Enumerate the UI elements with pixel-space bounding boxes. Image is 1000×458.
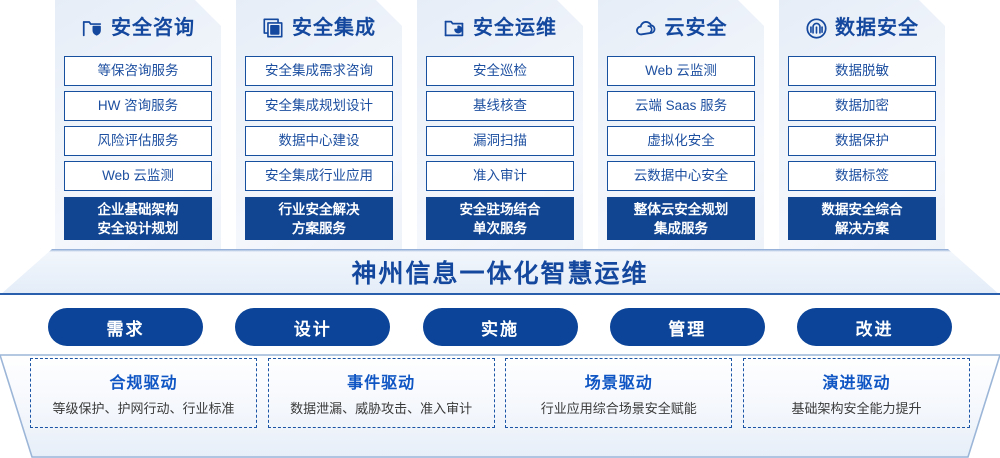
service-item[interactable]: 数据保护 — [788, 126, 936, 156]
card-item-list: 数据脱敏 数据加密 数据保护 数据标签 数据安全综合 解决方案 — [788, 56, 936, 240]
card-header: 数据安全 — [788, 0, 936, 56]
banner-bottom-rule — [0, 293, 1000, 295]
drivers-row: 合规驱动 等级保护、护网行动、行业标准 事件驱动 数据泄漏、威胁攻击、准入审计 … — [0, 358, 1000, 452]
service-item[interactable]: 基线核查 — [426, 91, 574, 121]
service-item[interactable]: 虚拟化安全 — [607, 126, 755, 156]
service-item[interactable]: 云数据中心安全 — [607, 161, 755, 191]
service-item[interactable]: Web 云监测 — [64, 161, 212, 191]
service-card-security-integration[interactable]: 安全集成 安全集成需求咨询 安全集成规划设计 数据中心建设 安全集成行业应用 行… — [236, 0, 402, 252]
service-card-highlight[interactable]: 安全驻场结合 单次服务 — [426, 197, 574, 240]
card-item-list: 安全集成需求咨询 安全集成规划设计 数据中心建设 安全集成行业应用 行业安全解决… — [245, 56, 393, 240]
service-card-highlight[interactable]: 整体云安全规划 集成服务 — [607, 197, 755, 240]
platform-banner: 神州信息一体化智慧运维 — [0, 249, 1000, 295]
driver-box-compliance[interactable]: 合规驱动 等级保护、护网行动、行业标准 — [30, 358, 257, 428]
service-item[interactable]: 风险评估服务 — [64, 126, 212, 156]
highlight-line-2: 单次服务 — [473, 221, 527, 236]
service-card-data-security[interactable]: 数据安全 数据脱敏 数据加密 数据保护 数据标签 数据安全综合 解决方案 — [779, 0, 945, 252]
lifecycle-pill-implement[interactable]: 实施 — [422, 308, 578, 346]
service-item[interactable]: 安全集成需求咨询 — [245, 56, 393, 86]
platform-banner-title: 神州信息一体化智慧运维 — [351, 260, 649, 288]
service-item[interactable]: 数据加密 — [788, 91, 936, 121]
highlight-line-1: 安全驻场结合 — [459, 202, 541, 217]
service-card-security-consulting[interactable]: 安全咨询 等保咨询服务 HW 咨询服务 风险评估服务 Web 云监测 企业基础架… — [55, 0, 221, 252]
card-item-list: 等保咨询服务 HW 咨询服务 风险评估服务 Web 云监测 企业基础架构 安全设… — [64, 56, 212, 240]
highlight-line-2: 解决方案 — [835, 221, 889, 236]
card-title: 安全运维 — [473, 17, 557, 39]
service-item[interactable]: 数据脱敏 — [788, 56, 936, 86]
highlight-line-2: 集成服务 — [654, 221, 708, 236]
cloud-icon — [635, 17, 657, 39]
service-card-cloud-security[interactable]: 云安全 Web 云监测 云端 Saas 服务 虚拟化安全 云数据中心安全 整体云… — [598, 0, 764, 252]
driver-description: 基础架构安全能力提升 — [791, 401, 922, 416]
card-title: 云安全 — [664, 17, 728, 39]
service-item[interactable]: HW 咨询服务 — [64, 91, 212, 121]
service-item[interactable]: 等保咨询服务 — [64, 56, 212, 86]
card-item-list: 安全巡检 基线核查 漏洞扫描 准入审计 安全驻场结合 单次服务 — [426, 56, 574, 240]
driver-title: 场景驱动 — [584, 375, 653, 392]
driver-box-incident[interactable]: 事件驱动 数据泄漏、威胁攻击、准入审计 — [267, 358, 495, 428]
driver-description: 数据泄漏、威胁攻击、准入审计 — [290, 401, 473, 416]
service-item[interactable]: 云端 Saas 服务 — [607, 91, 755, 121]
card-title: 数据安全 — [835, 17, 919, 39]
lifecycle-pill-demand[interactable]: 需求 — [48, 308, 203, 346]
service-card-security-operations[interactable]: 安全运维 安全巡检 基线核查 漏洞扫描 准入审计 安全驻场结合 单次服务 — [417, 0, 583, 252]
driver-box-scenario[interactable]: 场景驱动 行业应用综合场景安全赋能 — [505, 358, 733, 428]
driver-box-evolution[interactable]: 演进驱动 基础架构安全能力提升 — [742, 358, 970, 428]
service-item[interactable]: 安全集成行业应用 — [245, 161, 393, 191]
driver-description: 行业应用综合场景安全赋能 — [540, 401, 697, 416]
service-card-highlight[interactable]: 行业安全解决 方案服务 — [245, 197, 393, 240]
highlight-line-2: 方案服务 — [292, 221, 346, 236]
service-item[interactable]: 安全集成规划设计 — [245, 91, 393, 121]
lifecycle-pill-improve[interactable]: 改进 — [797, 308, 952, 346]
card-header: 云安全 — [607, 0, 755, 56]
card-title: 安全咨询 — [111, 17, 195, 39]
lifecycle-pill-design[interactable]: 设计 — [235, 308, 391, 346]
fingerprint-icon — [805, 17, 827, 39]
highlight-line-1: 企业基础架构 — [97, 202, 179, 217]
lifecycle-pill-row: 需求 设计 实施 管理 改进 — [0, 308, 1000, 346]
highlight-line-2: 安全设计规划 — [97, 221, 179, 236]
highlight-line-1: 行业安全解决 — [278, 202, 360, 217]
service-item[interactable]: 安全巡检 — [426, 56, 574, 86]
service-cards-row: 安全咨询 等保咨询服务 HW 咨询服务 风险评估服务 Web 云监测 企业基础架… — [0, 0, 1000, 256]
driver-description: 等级保护、护网行动、行业标准 — [52, 401, 235, 416]
stacked-layers-icon — [262, 17, 284, 39]
card-header: 安全咨询 — [64, 0, 212, 56]
service-item[interactable]: Web 云监测 — [607, 56, 755, 86]
card-item-list: Web 云监测 云端 Saas 服务 虚拟化安全 云数据中心安全 整体云安全规划… — [607, 56, 755, 240]
card-header: 安全集成 — [245, 0, 393, 56]
highlight-line-1: 数据安全综合 — [821, 202, 903, 217]
lifecycle-pill-manage[interactable]: 管理 — [609, 308, 765, 346]
driver-title: 演进驱动 — [822, 375, 891, 392]
driver-title: 合规驱动 — [109, 375, 178, 392]
service-item[interactable]: 准入审计 — [426, 161, 574, 191]
card-title: 安全集成 — [292, 17, 376, 39]
service-card-highlight[interactable]: 企业基础架构 安全设计规划 — [64, 197, 212, 240]
service-card-highlight[interactable]: 数据安全综合 解决方案 — [788, 197, 936, 240]
card-header: 安全运维 — [426, 0, 574, 56]
folder-chart-icon — [443, 17, 465, 39]
service-item[interactable]: 数据标签 — [788, 161, 936, 191]
driver-title: 事件驱动 — [347, 375, 416, 392]
highlight-line-1: 整体云安全规划 — [633, 202, 729, 217]
folder-shield-icon — [81, 17, 103, 39]
service-item[interactable]: 漏洞扫描 — [426, 126, 574, 156]
service-item[interactable]: 数据中心建设 — [245, 126, 393, 156]
